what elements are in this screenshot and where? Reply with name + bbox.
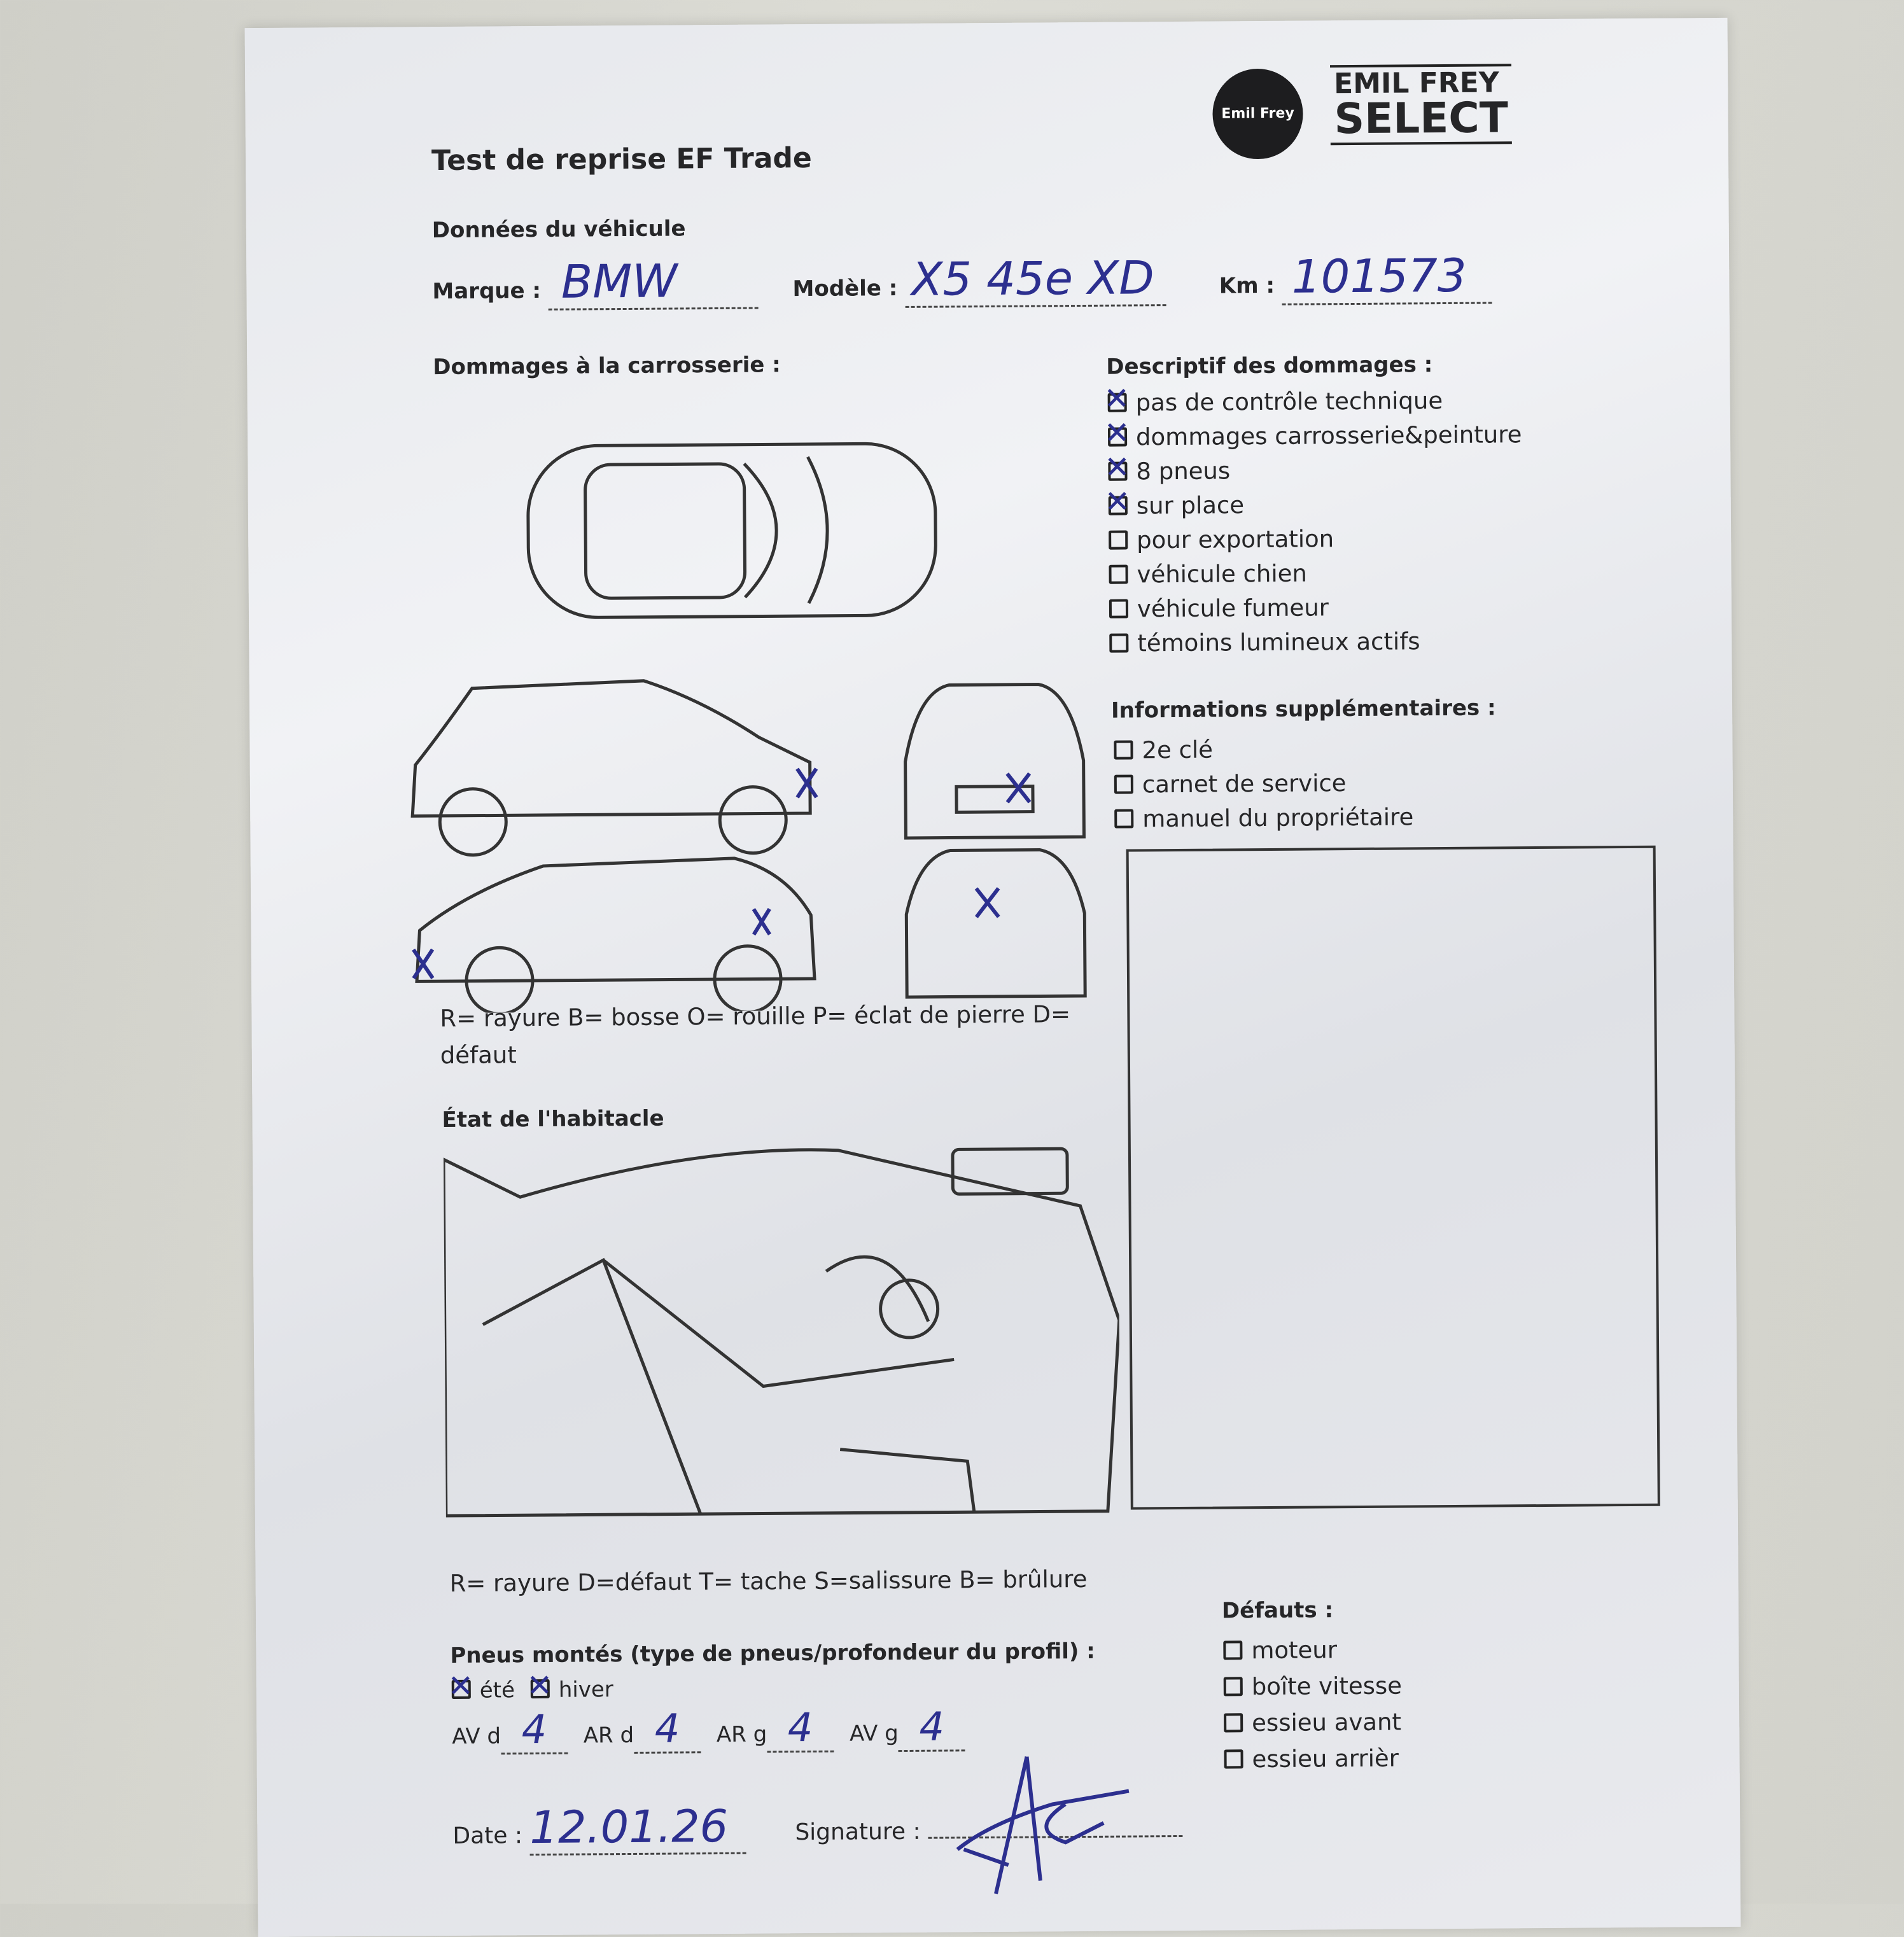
extra-option[interactable]: 2e clé: [1114, 731, 1413, 767]
notes-box[interactable]: [1126, 845, 1660, 1510]
checkbox-checked[interactable]: [530, 1679, 550, 1699]
vehicle-section-title: Données du véhicule: [431, 216, 686, 244]
brand-logo-text: EMIL FREY SELECT: [1330, 64, 1513, 146]
damage-option[interactable]: véhicule chien: [1109, 555, 1523, 592]
defects-title: Défauts :: [1221, 1597, 1334, 1624]
defect-option[interactable]: essieu avant: [1224, 1704, 1403, 1742]
extra-info-list: 2e clé carnet de service manuel du propr…: [1114, 731, 1413, 836]
handwritten-signature: [956, 1756, 1130, 1894]
body-damage-title: Dommages à la carrosserie :: [433, 352, 781, 381]
interior-legend: R= rayure D=défaut T= tache S=salissure …: [449, 1565, 1088, 1597]
damage-option[interactable]: témoins lumineux actifs: [1109, 624, 1523, 661]
checkbox-checked[interactable]: [1108, 461, 1128, 481]
defect-option[interactable]: boîte vitesse: [1223, 1668, 1403, 1705]
extra-option[interactable]: carnet de service: [1114, 766, 1413, 802]
damage-option[interactable]: 8 pneus: [1108, 452, 1522, 489]
tires-title: Pneus montés (type de pneus/profondeur d…: [450, 1638, 1095, 1668]
damage-description-title: Descriptif des dommages :: [1106, 352, 1433, 380]
checkbox[interactable]: [1114, 774, 1133, 794]
extra-option[interactable]: manuel du propriétaire: [1114, 800, 1413, 836]
damage-option[interactable]: sur place: [1108, 486, 1523, 524]
checkbox[interactable]: [1223, 1640, 1243, 1660]
tire-depth-field[interactable]: 4: [766, 1703, 834, 1753]
defects-list: moteur boîte vitesse essieu avant essieu…: [1223, 1632, 1403, 1778]
checkbox[interactable]: [1109, 599, 1129, 619]
checkbox[interactable]: [1109, 564, 1128, 584]
checkbox[interactable]: [1109, 633, 1129, 653]
car-diagrams: [410, 442, 1087, 1014]
checkbox-checked[interactable]: [451, 1679, 471, 1699]
checkbox[interactable]: [1114, 809, 1134, 829]
car-front-view: [904, 682, 1086, 840]
defect-option[interactable]: essieu arrièr: [1224, 1740, 1403, 1778]
checkbox[interactable]: [1109, 530, 1128, 550]
car-side-view-left: [412, 857, 816, 1014]
checkbox[interactable]: [1224, 1713, 1243, 1733]
interior-diagram: [443, 1147, 1121, 1518]
modele-field[interactable]: X5 45e XD: [904, 251, 1166, 308]
damage-option[interactable]: dommages carrosserie&peinture: [1107, 417, 1522, 455]
tire-depth-field[interactable]: 4: [898, 1703, 965, 1752]
marque-field[interactable]: BMW: [548, 253, 759, 311]
damage-option[interactable]: véhicule fumeur: [1109, 589, 1523, 627]
extra-info-title: Informations supplémentaires :: [1110, 695, 1496, 724]
damage-option[interactable]: pas de contrôle technique: [1107, 383, 1522, 421]
car-side-view-right: [410, 679, 818, 857]
form-sheet: Emil Frey EMIL FREY SELECT Test de repri…: [244, 17, 1741, 1937]
form-title: Test de reprise EF Trade: [431, 141, 812, 178]
vehicle-data-row: Marque : BMW Modèle : X5 45e XD Km : 101…: [432, 248, 1493, 311]
checkbox[interactable]: [1223, 1677, 1243, 1696]
tire-type-row: été hiver: [451, 1677, 613, 1703]
checkbox[interactable]: [1114, 740, 1133, 760]
checkbox-checked[interactable]: [1108, 496, 1128, 515]
interior-title: État de l'habitacle: [442, 1105, 664, 1133]
date-row: Date : 12.01.26: [452, 1800, 746, 1856]
checkbox[interactable]: [1224, 1749, 1243, 1769]
checkbox-checked[interactable]: [1107, 427, 1128, 447]
tire-depth-field[interactable]: 4: [633, 1705, 701, 1754]
damage-option[interactable]: pour exportation: [1109, 521, 1523, 558]
car-top-view: [526, 442, 937, 619]
tire-depth-field[interactable]: 4: [500, 1705, 568, 1755]
checkbox-checked[interactable]: [1107, 393, 1127, 412]
defect-option[interactable]: moteur: [1223, 1632, 1402, 1669]
damage-description-list: pas de contrôle technique dommages carro…: [1107, 383, 1523, 661]
car-rear-view: [904, 848, 1087, 999]
date-field[interactable]: 12.01.26: [529, 1800, 746, 1856]
km-field[interactable]: 101573: [1282, 248, 1493, 305]
emil-frey-logo: Emil Frey: [1212, 68, 1304, 160]
body-damage-legend: R= rayure B= bosse O= rouille P= éclat d…: [440, 1000, 1071, 1070]
